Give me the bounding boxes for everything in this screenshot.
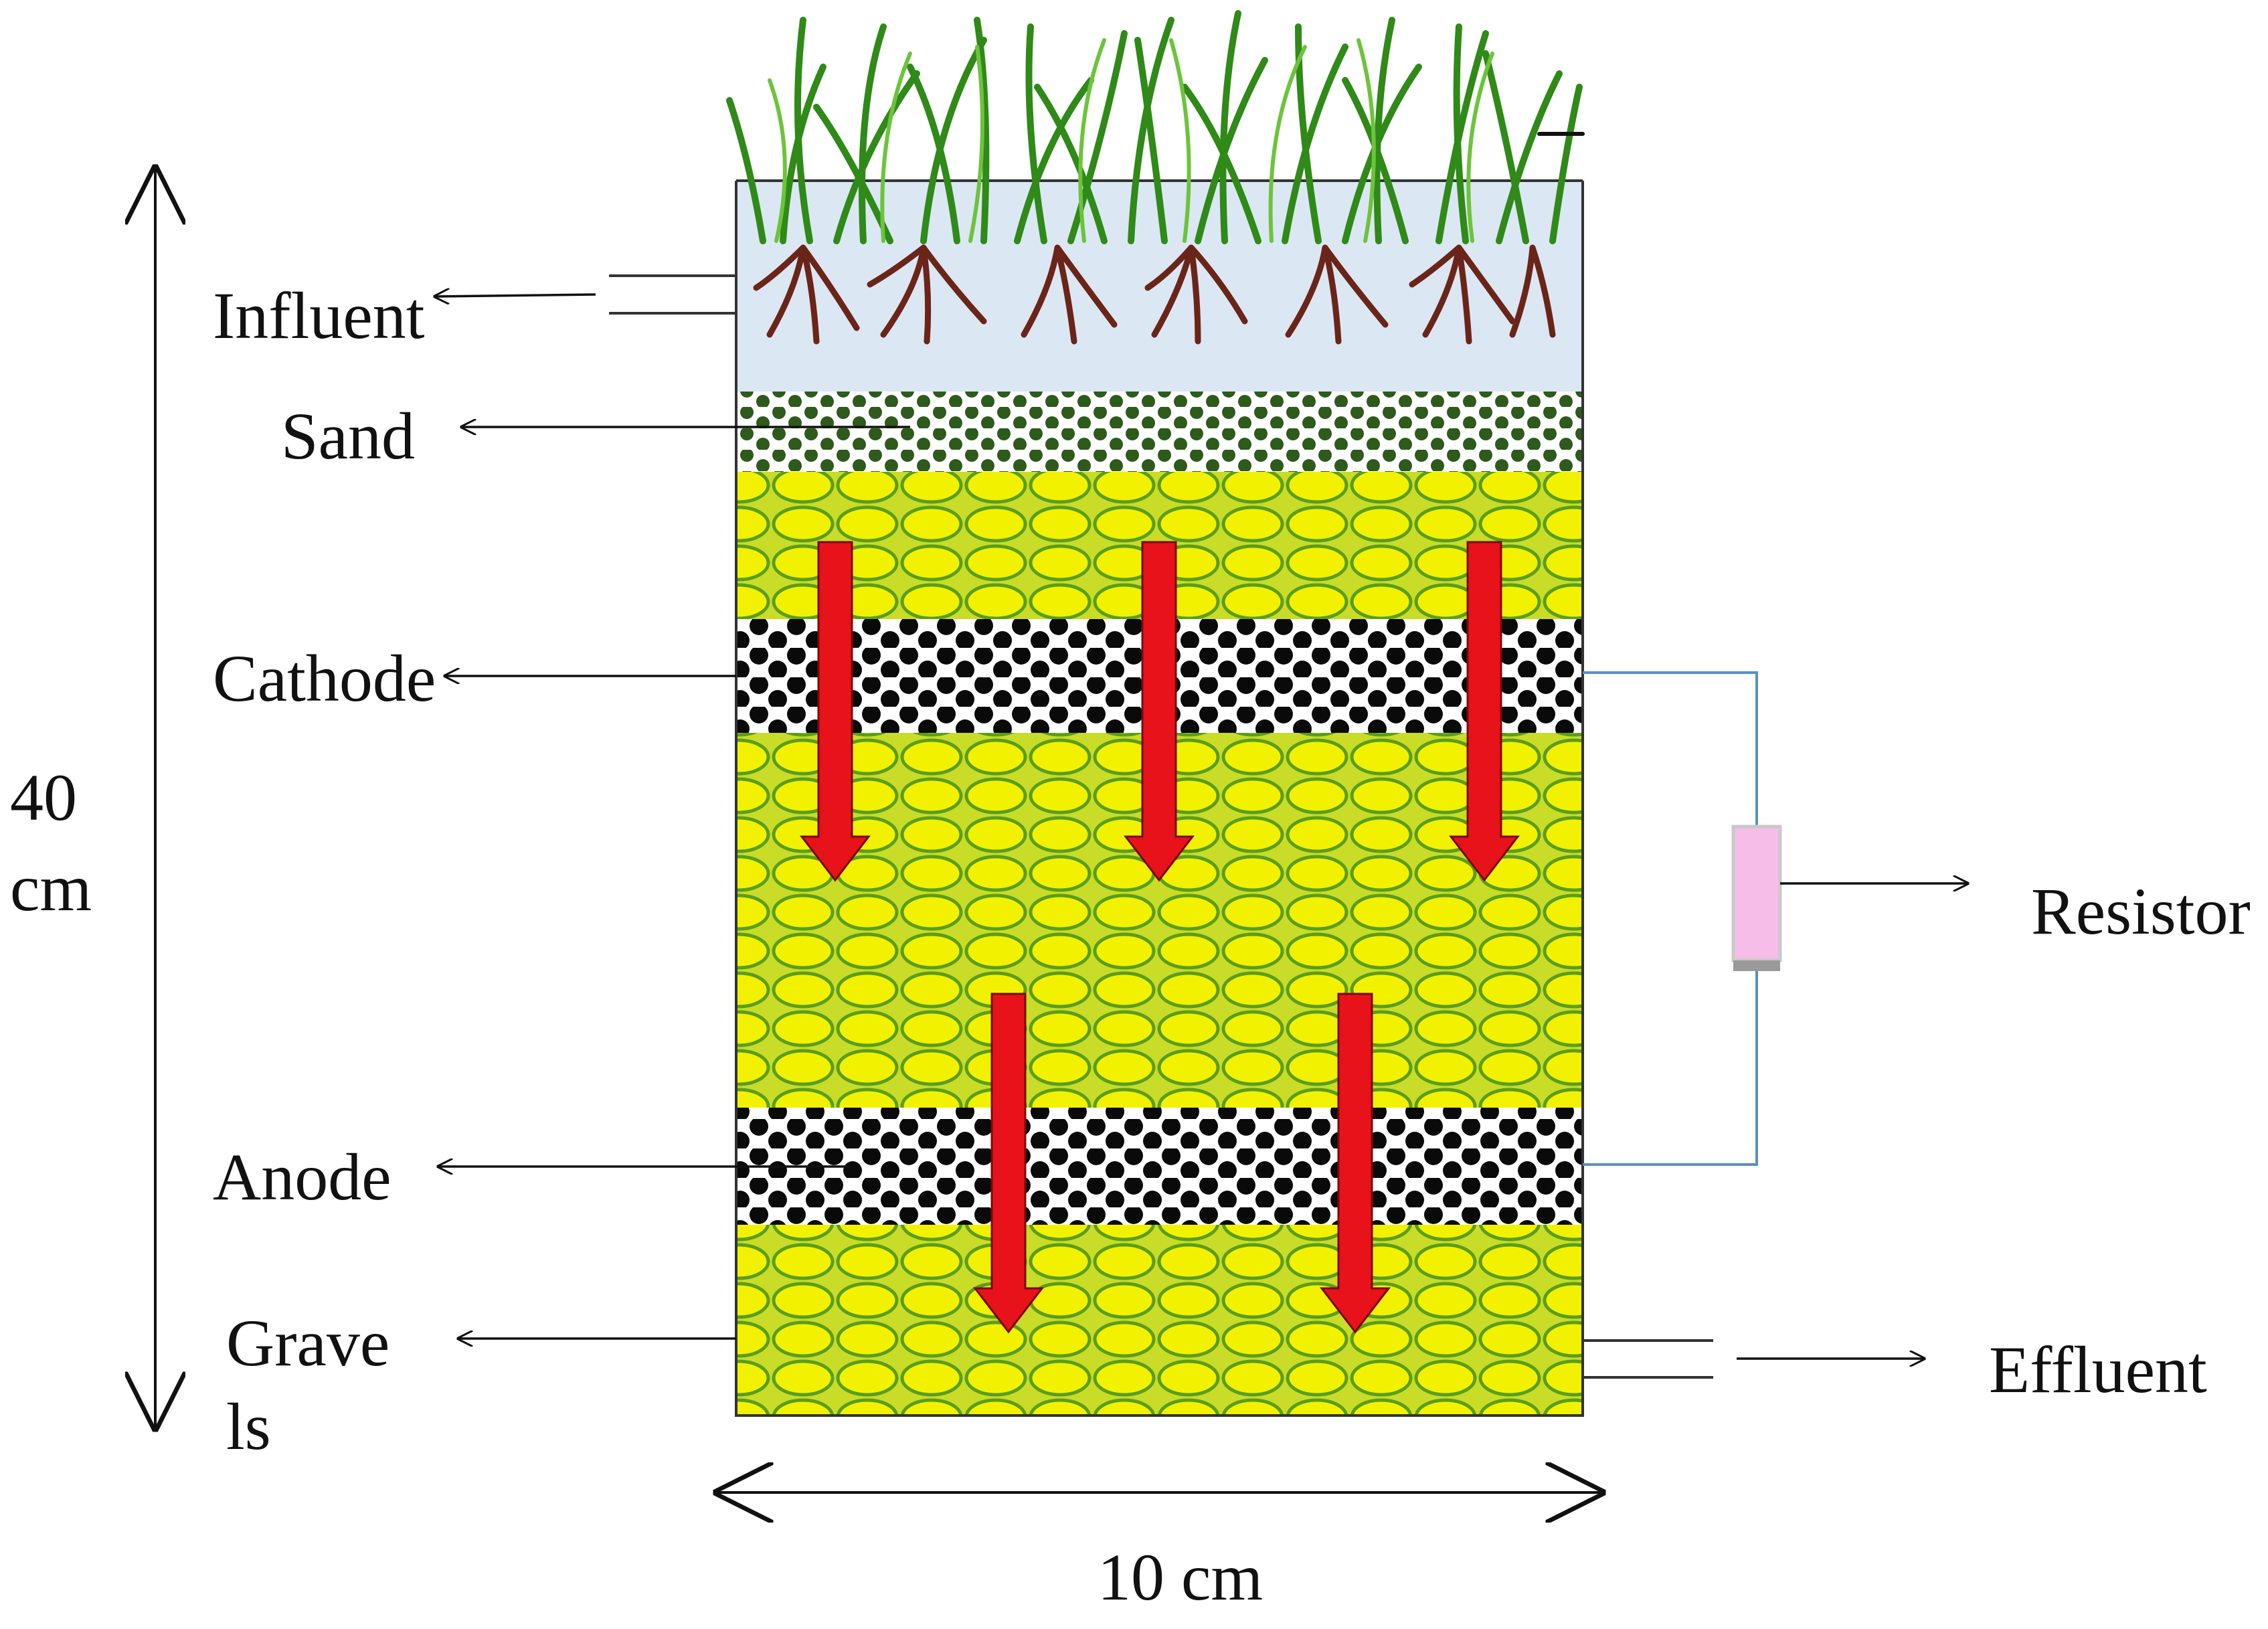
wire-cathode: [1583, 671, 1758, 830]
wire-anode: [1583, 967, 1758, 1166]
effluent-pipe: [1583, 1339, 1713, 1379]
height-unit-label: cm: [10, 851, 92, 925]
sand-layer: [736, 392, 1583, 472]
influent-pipe: [609, 274, 736, 315]
flow-arrow-icon: [972, 993, 1045, 1334]
resistor-icon: [1731, 825, 1782, 971]
grass-plants-icon: [726, 10, 1585, 244]
gravels-label-line1: Grave: [226, 1306, 389, 1380]
label-arrows: [435, 294, 1968, 1359]
width-label: 10 cm: [1098, 1540, 1263, 1614]
height-value-label: 40: [10, 760, 77, 835]
effluent-label: Effluent: [1989, 1333, 2207, 1407]
flow-arrow-icon: [1123, 541, 1195, 882]
flow-arrow-icon: [799, 541, 871, 882]
sand-label: Sand: [281, 399, 415, 473]
anode-layer: [736, 1108, 1583, 1225]
gravels-label-line2: ls: [226, 1389, 271, 1464]
resistor-label: Resistor: [2031, 874, 2251, 948]
influent-label: Influent: [213, 278, 425, 353]
flow-arrow-icon: [1448, 541, 1520, 882]
gravel-layer-3: [736, 1225, 1583, 1416]
column-outline: [735, 181, 1584, 1417]
cathode-label: Cathode: [213, 641, 436, 715]
influent-arrow: [435, 294, 596, 296]
anode-label: Anode: [213, 1140, 391, 1214]
external-circuit: [1583, 671, 1782, 1166]
roots-icon: [753, 244, 1556, 345]
flow-arrows: [799, 541, 1520, 1334]
flow-arrow-icon: [1319, 993, 1391, 1334]
